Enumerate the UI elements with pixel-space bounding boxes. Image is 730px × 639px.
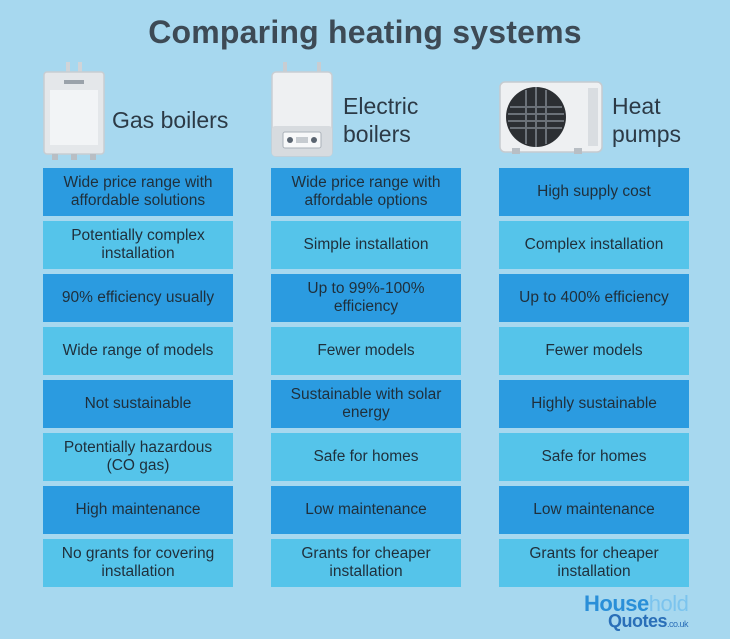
column-header-gas-boilers: Gas boilers	[42, 62, 262, 162]
heat-pump-icon	[499, 81, 603, 154]
comparison-cell: Sustainable with solar energy	[271, 380, 461, 428]
column-heading: Electric boilers	[343, 93, 419, 147]
comparison-cell: Wide price range with affordable options	[271, 168, 461, 216]
comparison-cell: Potentially hazardous (CO gas)	[43, 433, 233, 481]
comparison-cell: Fewer models	[271, 327, 461, 375]
comparison-cell: Fewer models	[499, 327, 689, 375]
comparison-cell: Highly sustainable	[499, 380, 689, 428]
column-header-heat-pumps: Heat pumps	[498, 62, 718, 162]
householdquotes-logo: Household Quotes.co.uk	[584, 591, 689, 631]
comparison-cell: Safe for homes	[271, 433, 461, 481]
column-heading: Gas boilers	[112, 107, 229, 133]
electric-boiler-icon	[271, 62, 333, 157]
comparison-cell: Complex installation	[499, 221, 689, 269]
column-header-electric-boilers: Electric boilers	[271, 62, 491, 162]
page-title: Comparing heating systems	[148, 14, 582, 50]
comparison-cell: Grants for cheaper installation	[499, 539, 689, 587]
comparison-cell: Not sustainable	[43, 380, 233, 428]
comparison-cell: No grants for covering installation	[43, 539, 233, 587]
comparison-cell: Low maintenance	[271, 486, 461, 534]
comparison-cell: Grants for cheaper installation	[271, 539, 461, 587]
column-heading: Heat pumps	[612, 93, 682, 147]
comparison-cell: Potentially complex installation	[43, 221, 233, 269]
comparison-cell: High maintenance	[43, 486, 233, 534]
comparison-cell: Up to 400% efficiency	[499, 274, 689, 322]
comparison-cell: Safe for homes	[499, 433, 689, 481]
comparison-cell: 90% efficiency usually	[43, 274, 233, 322]
comparison-cell: Wide range of models	[43, 327, 233, 375]
gas-boiler-icon	[43, 62, 105, 160]
comparison-cell: High supply cost	[499, 168, 689, 216]
comparison-cell: Low maintenance	[499, 486, 689, 534]
comparison-cell: Simple installation	[271, 221, 461, 269]
comparison-cell: Wide price range with affordable solutio…	[43, 168, 233, 216]
comparison-cell: Up to 99%-100% efficiency	[271, 274, 461, 322]
